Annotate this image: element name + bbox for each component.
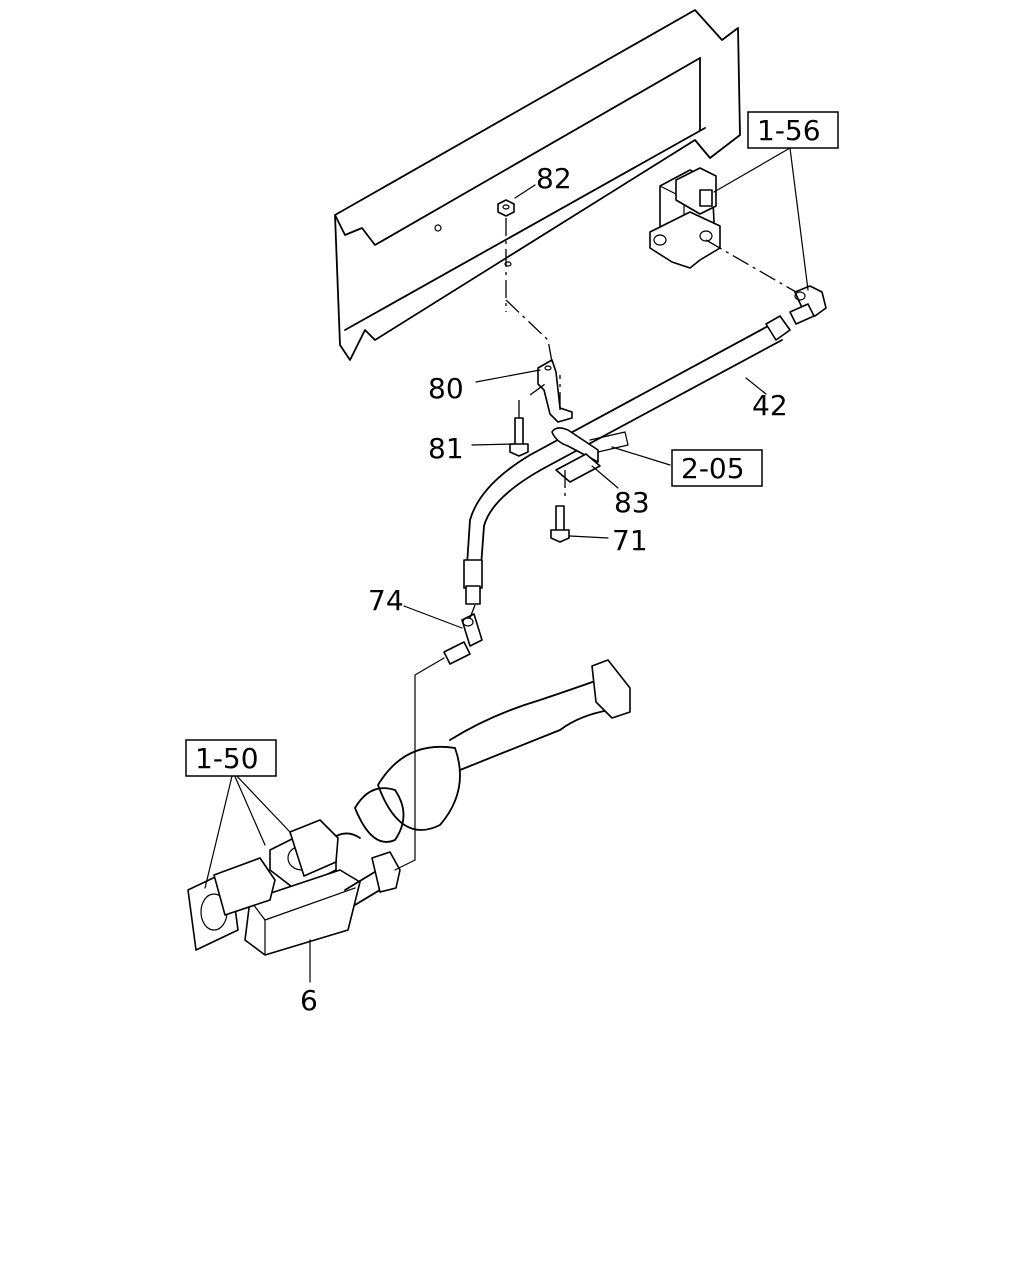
reference-1-56-label: 1-56 (757, 114, 821, 147)
nut (497, 199, 515, 217)
reference-1-50[interactable]: 1-50 (185, 739, 277, 777)
bolt-81 (509, 417, 529, 457)
callout-83: 83 (614, 486, 650, 519)
callout-80: 80 (428, 372, 464, 405)
frame-rail (334, 9, 741, 361)
callout-74: 74 (368, 584, 404, 617)
callout-42: 42 (752, 389, 788, 422)
reference-2-05[interactable]: 2-05 (671, 449, 763, 487)
reference-1-56[interactable]: 1-56 (747, 111, 839, 149)
bracket (537, 359, 573, 423)
exhaust-pipe (329, 659, 631, 843)
callout-71: 71 (612, 524, 648, 557)
elbow-fitting-upper (789, 285, 827, 325)
callout-81: 81 (428, 432, 464, 465)
reference-2-05-label: 2-05 (681, 452, 745, 485)
leader-lines (204, 147, 809, 983)
callout-6: 6 (300, 984, 318, 1017)
callout-82: 82 (536, 162, 572, 195)
union-fitting (443, 613, 483, 665)
exhaust-brake-unit (187, 819, 401, 956)
phantom-lines (469, 218, 797, 619)
hose-assembly (463, 315, 791, 605)
reference-1-50-label: 1-50 (195, 742, 259, 775)
hose-clamp (551, 427, 629, 483)
bolt-71 (550, 505, 570, 543)
solenoid-valve (649, 167, 721, 269)
